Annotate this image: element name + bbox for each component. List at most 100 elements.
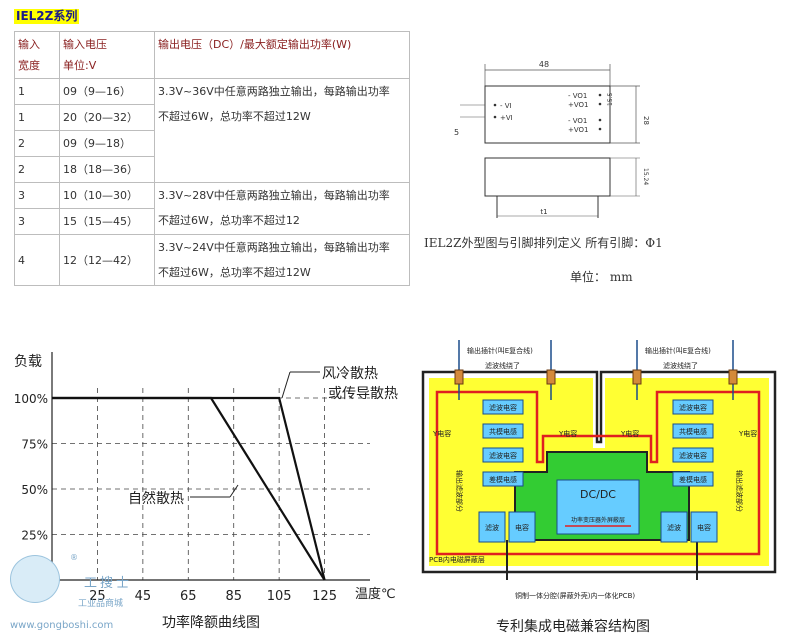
output-line1: 3.3V~24V中任意两路独立输出，每路输出功率 <box>158 241 390 254</box>
block-label: 滤波 <box>485 523 499 532</box>
block-label: 差模电感 <box>489 475 517 484</box>
label-natural: 自然散热 <box>128 490 184 507</box>
header-voltage-line2: 单位:V <box>63 59 97 72</box>
mascot-icon <box>10 555 60 603</box>
bottom-dim-label: t1 <box>540 208 547 216</box>
cell-width: 4 <box>14 234 60 286</box>
header-input-width: 输入 宽度 <box>14 31 60 79</box>
red-shield <box>435 390 761 556</box>
dcdc-block <box>556 479 640 535</box>
cell-voltage: 12（12—42） <box>59 234 155 286</box>
x-tick-label: 65 <box>180 589 197 604</box>
side-label: 输出滤波部分 <box>735 470 744 512</box>
watermark-brand: 工搜士 <box>84 576 133 591</box>
cell-output: 3.3V~28V中任意两路独立输出，每路输出功率 不超过6W，总功率不超过12 <box>154 182 410 235</box>
pin-label: +VO1 <box>568 126 589 134</box>
table-header-row: 输入 宽度 输入电压 单位:V 输出电压（DC）/最大额定输出功率(W) <box>14 31 410 79</box>
table-row: 4 12（12—42） 3.3V~24V中任意两路独立输出，每路输出功率 不超过… <box>14 234 410 286</box>
pin-label: - VO1 <box>568 92 587 100</box>
cell-voltage: 18（18—36） <box>59 156 155 183</box>
pin-label: +VI <box>500 114 513 122</box>
module-side-view <box>484 157 611 197</box>
cell-width: 2 <box>14 156 60 183</box>
cell-voltage: 09（9—16） <box>59 78 155 105</box>
y-tick-label: 75% <box>21 438 48 452</box>
output-line1: 3.3V~36V中任意两路独立输出，每路输出功率 <box>158 85 390 98</box>
x-tick-label: 105 <box>267 589 292 604</box>
cell-width: 3 <box>14 182 60 209</box>
watermark-reg: ® <box>70 553 78 562</box>
cell-output: 3.3V~24V中任意两路独立输出，每路输出功率 不超过6W，总功率不超过12W <box>154 234 410 286</box>
header-output: 输出电压（DC）/最大额定输出功率(W) <box>154 31 410 79</box>
dcdc-title: DC/DC <box>580 488 616 501</box>
dimension-caption: IEL2Z外型图与引脚排列定义 所有引脚：Φ1 <box>424 236 663 250</box>
x-tick-label: 85 <box>225 589 242 604</box>
wire-note-left: 滤波线绕了 <box>485 361 520 370</box>
y-cap-label: Y电容 <box>558 429 577 438</box>
pin-label: - VI <box>500 102 512 110</box>
top-left-label: 输出插针(叫E复合线) <box>467 346 533 355</box>
y-cap-label: Y电容 <box>738 429 757 438</box>
cell-width: 3 <box>14 208 60 235</box>
module-top-view <box>484 85 611 144</box>
y-tick-label: 50% <box>21 483 48 497</box>
output-line2: 不超过6W，总功率不超过12W <box>158 266 311 279</box>
header-width-line2: 宽度 <box>18 59 40 72</box>
right-filter-column: 滤波电容 共模电感 滤波电容 差模电感 滤波 电容 <box>660 399 718 543</box>
left-dim-label: 5 <box>454 128 459 137</box>
dimension-drawing: 48 - VI +VI - VO1 +VO1 - VO1 +VO1 15.5 2… <box>454 60 650 218</box>
block-label: 滤波 <box>667 523 681 532</box>
series-line <box>52 396 326 581</box>
y-axis-title: 负载 <box>14 354 42 370</box>
width-dim-label: 48 <box>539 60 549 69</box>
x-tick-label: 125 <box>312 589 337 604</box>
block-label: 共模电感 <box>679 427 707 436</box>
top-right-label: 输出插针(叫E复合线) <box>645 346 711 355</box>
chart-ticks: 25 45 65 85 105 125 100% 75% 50% 25% <box>14 392 337 604</box>
spec-table: 输入 宽度 输入电压 单位:V 输出电压（DC）/最大额定输出功率(W) 1 0… <box>14 31 410 286</box>
block-label: 电容 <box>697 523 711 532</box>
table-row: 1 09（9—16） 3.3V~36V中任意两路独立输出，每路输出功率 不超过6… <box>14 78 410 183</box>
output-line2: 不超过6W，总功率不超过12W <box>158 110 311 123</box>
bottom-note: 铜制一体分腔(屏蔽外壳)内一体化PCB) <box>515 591 635 600</box>
watermark-url: www.gongboshi.com <box>10 620 114 631</box>
header-input-voltage: 输入电压 单位:V <box>59 31 155 79</box>
dcdc-sub: 功率变压器外屏蔽层 <box>571 516 625 524</box>
label-forced-line2: 或传导散热 <box>328 386 398 402</box>
cell-width: 2 <box>14 130 60 157</box>
side-label: 输出滤波部分 <box>455 470 464 512</box>
block-label: 滤波电容 <box>679 403 707 412</box>
series-title: IEL2Z系列 <box>14 9 80 24</box>
chart-grid <box>52 388 370 580</box>
output-line2: 不超过6W，总功率不超过12 <box>158 214 300 227</box>
pin-label: +VO1 <box>568 101 589 109</box>
x-axis-title: 温度℃ <box>355 586 396 602</box>
y-cap-label: Y电容 <box>620 429 639 438</box>
x-tick-label: 25 <box>89 589 106 604</box>
left-filter-column: 滤波电容 共模电感 滤波电容 差模电感 滤波 电容 <box>478 399 536 543</box>
pcb-label: PCB内电磁屏蔽层 <box>429 555 485 564</box>
wire-note-right: 滤波线绕了 <box>663 361 698 370</box>
inner-dim: 15.5 <box>607 92 614 106</box>
cell-width: 1 <box>14 104 60 131</box>
label-forced-line1: 风冷散热 <box>322 366 378 382</box>
cell-voltage: 20（20—32） <box>59 104 155 131</box>
structure-caption: 专利集成电磁兼容结构图 <box>496 619 650 635</box>
x-tick-label: 45 <box>135 589 152 604</box>
side-dim-label: 15.24 <box>642 168 649 185</box>
cell-voltage: 15（15—45） <box>59 208 155 235</box>
y-cap-label: Y电容 <box>432 429 451 438</box>
y-tick-label: 100% <box>14 392 48 406</box>
y-tick-label: 25% <box>21 529 48 543</box>
cell-voltage: 10（10—30） <box>59 182 155 209</box>
block-label: 共模电感 <box>489 427 517 436</box>
block-label: 电容 <box>515 523 529 532</box>
block-label: 差模电感 <box>679 475 707 484</box>
dimension-unit: 单位： mm <box>570 270 633 284</box>
output-line1: 3.3V~28V中任意两路独立输出，每路输出功率 <box>158 189 390 202</box>
block-label: 滤波电容 <box>489 403 517 412</box>
header-width-line1: 输入 <box>18 38 40 51</box>
pin-label: - VO1 <box>568 117 587 125</box>
cell-output: 3.3V~36V中任意两路独立输出，每路输出功率 不超过6W，总功率不超过12W <box>154 78 410 183</box>
